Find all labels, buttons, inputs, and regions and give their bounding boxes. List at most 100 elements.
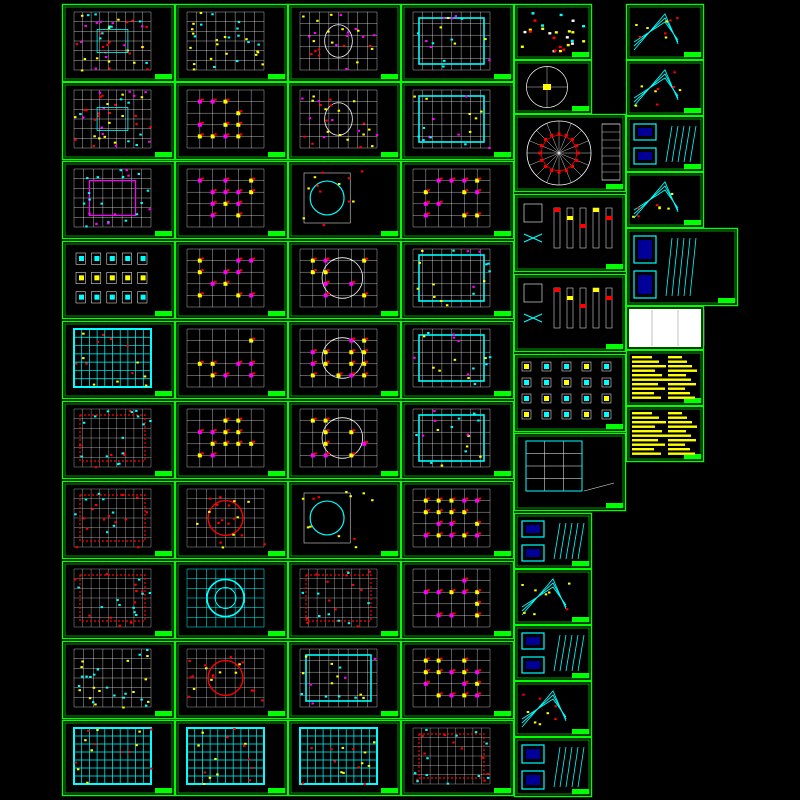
annotation-mark	[442, 65, 445, 68]
annotation-mark	[341, 746, 345, 749]
sheet-frame	[287, 320, 402, 400]
column-tag	[226, 372, 230, 375]
title-block	[684, 164, 701, 169]
annotation-mark	[106, 410, 110, 413]
column-tag	[239, 121, 243, 124]
column-tag	[365, 440, 369, 443]
note-line	[668, 356, 682, 359]
annotation-mark	[84, 24, 87, 27]
sheet-frame	[513, 273, 627, 353]
annotation-mark	[303, 135, 306, 138]
column-section	[521, 393, 532, 404]
annotation-mark	[450, 17, 454, 20]
annotation-mark	[480, 110, 483, 113]
annotation-mark	[85, 527, 89, 530]
annotation-mark	[445, 304, 449, 307]
annotation-mark	[421, 434, 425, 437]
column-tag	[213, 212, 217, 215]
title-block	[381, 391, 398, 396]
annotation-mark	[413, 772, 417, 775]
column-node	[462, 658, 467, 663]
annotation-mark	[333, 760, 337, 763]
rebar-mark	[544, 396, 549, 401]
annotation-mark	[92, 145, 96, 148]
annotation-mark	[113, 694, 116, 697]
annotation-mark	[208, 776, 212, 779]
annotation-mark	[354, 696, 357, 699]
stair-plan	[521, 744, 545, 764]
column-tag	[465, 589, 469, 592]
column-tag	[426, 200, 430, 203]
annotation-mark	[252, 689, 256, 692]
annotation-mark	[102, 518, 106, 521]
annotation-mark	[421, 249, 424, 252]
member-line	[523, 233, 543, 243]
annotation-mark	[99, 37, 102, 40]
sheet-22	[174, 400, 289, 480]
column-tag	[465, 189, 469, 192]
annotation-mark	[345, 574, 348, 577]
annotation-mark	[136, 496, 139, 499]
sheet-37	[61, 719, 176, 797]
column-tag	[439, 177, 443, 180]
annotation-mark	[632, 215, 635, 218]
notes-page	[629, 309, 701, 347]
sheet-frame	[625, 349, 705, 407]
annotation-mark	[85, 362, 88, 365]
sheet-57	[625, 227, 739, 307]
title-block	[268, 231, 285, 236]
annotation-mark	[134, 583, 137, 586]
sheet-frame	[61, 400, 176, 480]
sheet-12	[400, 160, 515, 240]
stair-plan	[521, 770, 545, 790]
annotation-mark	[474, 117, 478, 120]
detail-box	[303, 172, 351, 224]
column-node	[462, 510, 467, 515]
stair-section	[565, 522, 573, 560]
annotation-mark	[145, 61, 148, 64]
sheet-16	[400, 240, 515, 320]
sheet-frame	[61, 320, 176, 400]
annotation-mark	[301, 497, 305, 500]
annotation-mark	[209, 57, 213, 60]
annotation-mark	[227, 36, 231, 39]
annotation-mark	[533, 613, 536, 616]
note-line	[632, 365, 666, 368]
annotation-mark	[213, 65, 216, 68]
annotation-mark	[138, 20, 142, 23]
annotation-mark	[472, 285, 475, 288]
annotation-mark	[430, 461, 433, 464]
column-node	[223, 122, 228, 127]
annotation-mark	[472, 292, 475, 295]
detail-section	[125, 256, 131, 261]
column-tag	[426, 212, 430, 215]
column-elevation	[605, 287, 613, 329]
sheet-47	[513, 432, 627, 512]
annotation-mark	[236, 27, 239, 30]
title-block	[494, 311, 511, 316]
annotation-mark	[98, 32, 102, 35]
annotation-mark	[372, 34, 376, 37]
annotation-mark	[105, 573, 109, 576]
column-node	[423, 533, 428, 538]
stair-section	[577, 634, 585, 672]
column-node	[210, 201, 215, 206]
radial-rib	[529, 140, 560, 154]
column-tag	[478, 532, 482, 535]
annotation-mark	[223, 36, 227, 39]
annotation-mark	[520, 45, 524, 48]
column-tag	[226, 280, 230, 283]
annotation-mark	[144, 704, 148, 707]
annotation-mark	[637, 207, 640, 210]
column-node	[223, 373, 228, 378]
annotation-mark	[79, 444, 82, 447]
detail-box	[75, 291, 86, 304]
annotation-mark	[100, 202, 103, 205]
annotation-mark	[455, 734, 458, 737]
column-tag	[426, 669, 430, 672]
note-line	[632, 374, 662, 377]
title-block	[572, 729, 589, 734]
ring-beam	[206, 578, 245, 618]
rib-node	[557, 170, 561, 174]
sheet-inner-border	[177, 403, 286, 477]
